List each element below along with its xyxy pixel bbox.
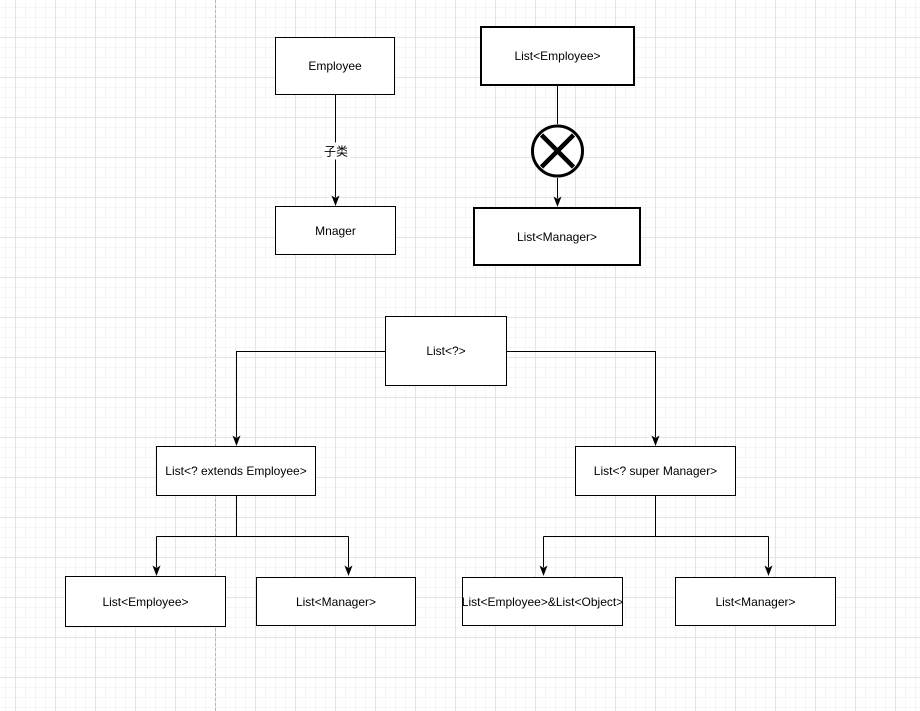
page-boundary-divider: [215, 0, 216, 711]
node-label: List<Employee>: [514, 49, 601, 63]
node-label: Employee: [308, 59, 362, 73]
node-list-wildcard[interactable]: List<?>: [385, 316, 507, 386]
node-label: List<?>: [426, 344, 466, 358]
node-list-employee-top[interactable]: List<Employee>: [480, 26, 635, 86]
forbidden-circle-x-icon[interactable]: [531, 124, 584, 178]
edge-label-subclass[interactable]: 子类: [321, 142, 351, 160]
node-list-manager-top[interactable]: List<Manager>: [473, 207, 641, 266]
node-label: Mnager: [315, 223, 356, 238]
node-label: List<Employee>: [102, 594, 189, 609]
node-bottom-right-list-manager[interactable]: List<Manager>: [675, 577, 836, 626]
node-list-super-manager[interactable]: List<? super Manager>: [575, 446, 736, 496]
edge-listemployee-to-listmanager[interactable]: [553, 86, 562, 207]
node-label: List<Manager>: [516, 229, 598, 244]
edge-wildcard-to-super[interactable]: [507, 351, 660, 447]
node-list-extends-employee[interactable]: List<? extends Employee>: [156, 446, 316, 496]
node-mnager[interactable]: Mnager: [275, 206, 396, 255]
node-employee[interactable]: Employee: [275, 37, 395, 95]
node-bottom-right-list-employee-and-object[interactable]: List<Employee>&List<Object>: [462, 577, 623, 626]
edge-super-to-children[interactable]: [539, 496, 773, 576]
edge-extends-to-children[interactable]: [152, 496, 353, 576]
node-bottom-left-list-manager[interactable]: List<Manager>: [256, 577, 416, 626]
edge-wildcard-to-extends[interactable]: [232, 351, 386, 447]
node-label: List<Manager>: [295, 594, 377, 609]
node-label: List<? super Manager>: [593, 464, 718, 478]
node-label: List<Manager>: [715, 594, 796, 609]
node-label: List<? extends Employee>: [165, 464, 307, 478]
node-label: List<Employee>&List<Object>: [461, 594, 624, 609]
node-bottom-left-list-employee[interactable]: List<Employee>: [65, 576, 226, 627]
